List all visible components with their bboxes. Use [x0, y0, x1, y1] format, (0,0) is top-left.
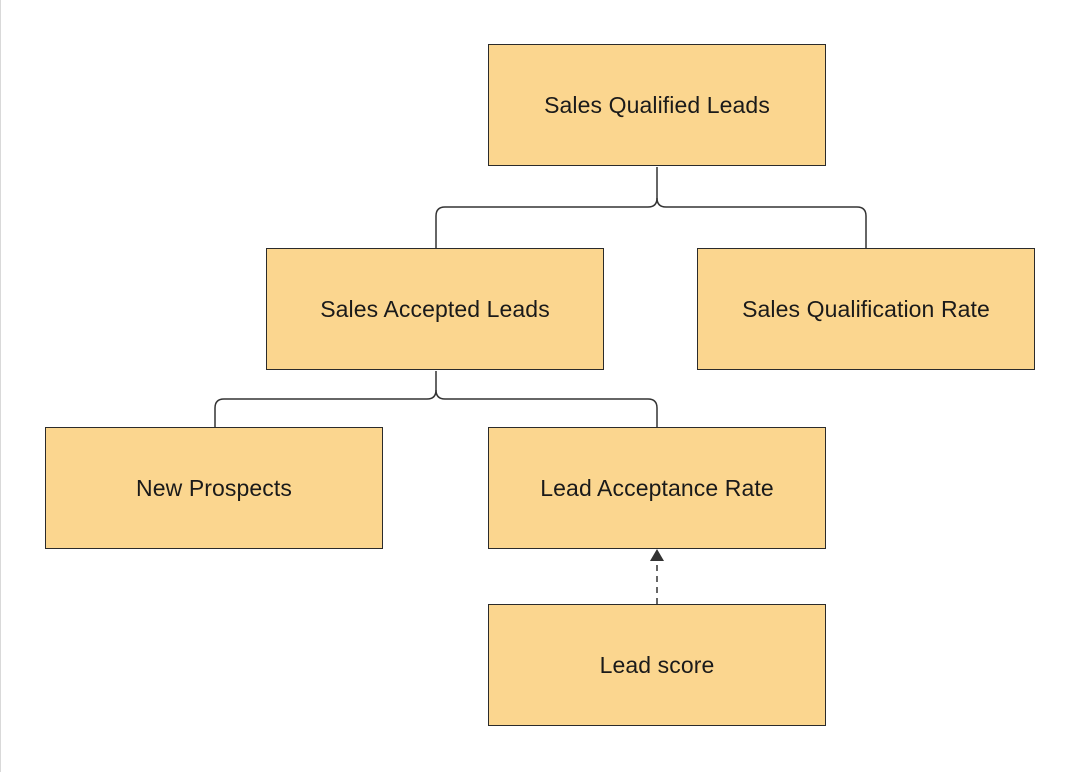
- connector-sal-to-np: [214, 371, 437, 427]
- node-label: Sales Qualified Leads: [544, 91, 770, 118]
- arrowhead-icon: [650, 549, 664, 561]
- node-label: Sales Qualification Rate: [742, 295, 990, 322]
- node-label: Lead Acceptance Rate: [540, 474, 774, 501]
- node-label: Lead score: [599, 651, 715, 678]
- canvas-left-border: [0, 0, 1, 772]
- connector-sal-to-lar: [435, 389, 658, 427]
- node-sales-accepted-leads[interactable]: Sales Accepted Leads: [266, 248, 604, 370]
- node-lead-score[interactable]: Lead score: [488, 604, 826, 726]
- node-new-prospects[interactable]: New Prospects: [45, 427, 383, 549]
- node-sales-qualified-leads[interactable]: Sales Qualified Leads: [488, 44, 826, 166]
- node-lead-acceptance-rate[interactable]: Lead Acceptance Rate: [488, 427, 826, 549]
- node-label: Sales Accepted Leads: [320, 295, 550, 322]
- node-sales-qualification-rate[interactable]: Sales Qualification Rate: [697, 248, 1035, 370]
- connector-sql-to-sal: [435, 167, 658, 248]
- node-label: New Prospects: [136, 474, 292, 501]
- connector-sql-to-sqr: [656, 197, 867, 248]
